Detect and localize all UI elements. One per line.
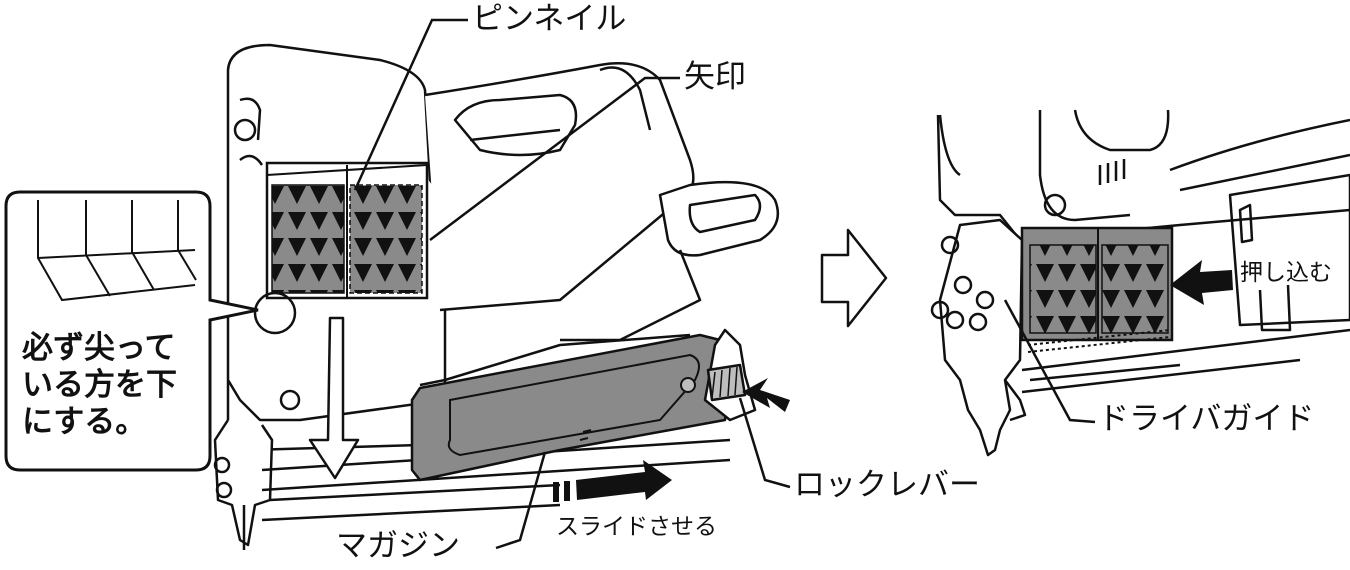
push-in-arrow: [1170, 260, 1233, 305]
insert-down-arrow: [308, 316, 360, 480]
pin-nail-strip-left: [265, 161, 429, 300]
leader-lines-left: [353, 18, 791, 550]
callout-note: 必ず尖って いる方を下 にする。: [22, 330, 177, 440]
transition-arrow: [820, 228, 888, 328]
tip-marker-circle: [253, 291, 297, 335]
nailer-right: [930, 109, 1350, 457]
slide-arrow: [553, 460, 672, 502]
pin-nail-label: ピンネイル: [472, 1, 627, 37]
pin-nail-strip-right: [1020, 226, 1174, 353]
slide-label: スライドさせる: [556, 514, 717, 540]
push-in-label: 押し込む: [1240, 260, 1332, 286]
leader-line-right: [1003, 299, 1096, 424]
magazine-part: [410, 333, 732, 482]
lock-lever-label: ロックレバー: [794, 467, 980, 503]
driver-guide-label: ドライバガイド: [1098, 401, 1315, 437]
magazine-label: マガジン: [336, 528, 460, 564]
arrow-mark-label: 矢印: [684, 59, 746, 95]
lever-push-arrow: [742, 378, 790, 412]
callout-box: [4, 190, 259, 472]
